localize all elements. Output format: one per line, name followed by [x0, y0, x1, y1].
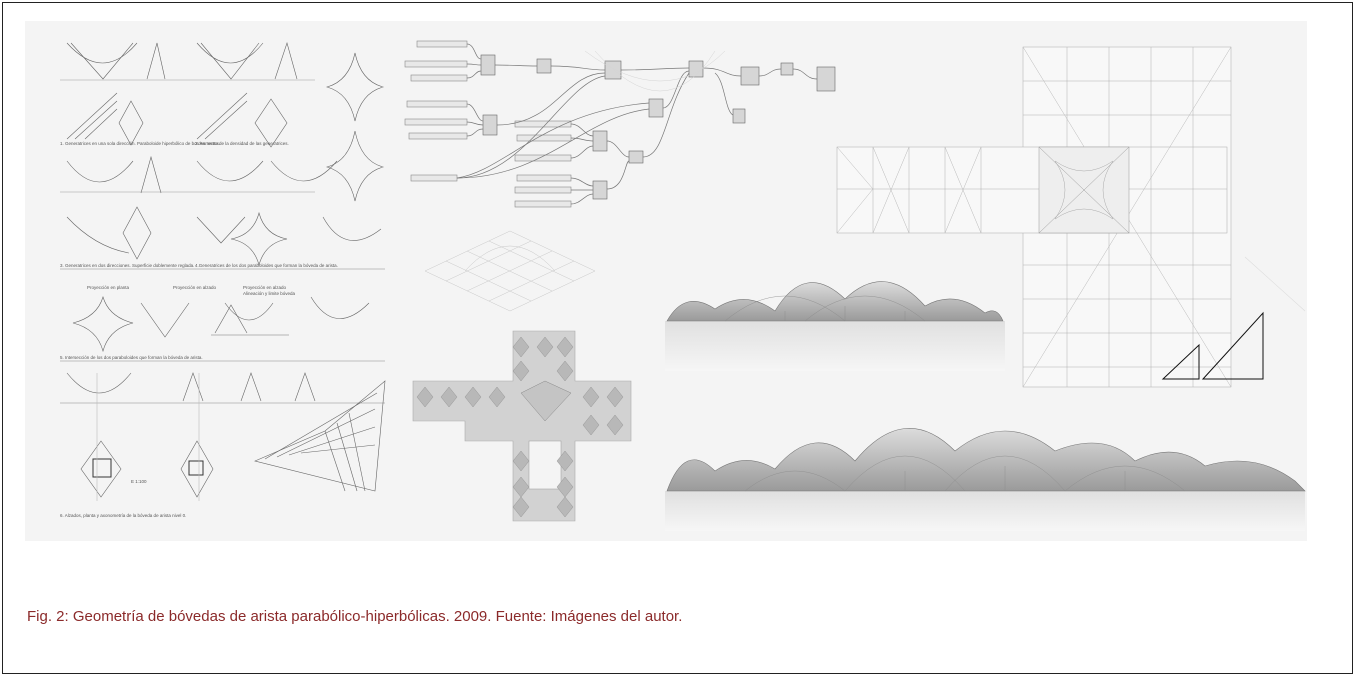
node-slider-11: [516, 174, 572, 182]
diagonal-guide: [1244, 256, 1306, 312]
node-diagram: [404, 40, 836, 208]
cross-plan: [836, 46, 1232, 388]
triangle-icons: [1161, 311, 1264, 380]
node-slider-1: [416, 40, 468, 48]
label-scale: E 1:100: [131, 479, 147, 484]
node-slider-6: [408, 132, 468, 140]
label-1: 1. Generatrices en una sola dirección. P…: [60, 141, 220, 146]
vault-render-upper: [665, 281, 1005, 371]
node-slider-7: [410, 174, 458, 182]
label-proj-3b: Alineación y limite bóveda: [243, 291, 296, 296]
figure-illustration: 1. Generatrices en una sola dirección. P…: [60, 40, 1306, 531]
node-slider-13: [514, 200, 572, 208]
cross-relief-model: [412, 330, 632, 522]
vault-render-lower: [665, 428, 1306, 531]
left-panel-labels: 1. Generatrices en una sola dirección. P…: [60, 141, 338, 518]
node-slider-2: [404, 60, 468, 68]
label-6: 6. Alzados, planta y axonometría de la b…: [60, 513, 186, 518]
label-proj-1: Proyección en planta: [87, 285, 130, 290]
node-slider-4: [406, 100, 468, 108]
left-drawings-panel: [60, 41, 386, 501]
node-slider-12: [514, 186, 572, 194]
label-5: 5. Intersección de los dos paraboloides …: [60, 355, 203, 360]
node-slider-3: [410, 74, 468, 82]
label-2: 2. Aumento de la densidad de las generat…: [195, 141, 289, 146]
node-slider-5: [404, 118, 468, 126]
label-3: 3. Generatrices en dos direcciones. Supe…: [60, 263, 194, 268]
label-4: 4.Generatrices de los dos paraboloides q…: [195, 263, 338, 268]
label-proj-2: Proyección en alzado: [173, 285, 217, 290]
isometric-grid: [424, 230, 596, 312]
label-proj-3: Proyección en alzado: [243, 285, 287, 290]
node-slider-9: [516, 134, 572, 142]
figure-composite-image: 1. Generatrices en una sola dirección. P…: [25, 21, 1307, 541]
figure-caption: Fig. 2: Geometría de bóvedas de arista p…: [27, 608, 683, 625]
node-slider-8: [514, 120, 572, 128]
